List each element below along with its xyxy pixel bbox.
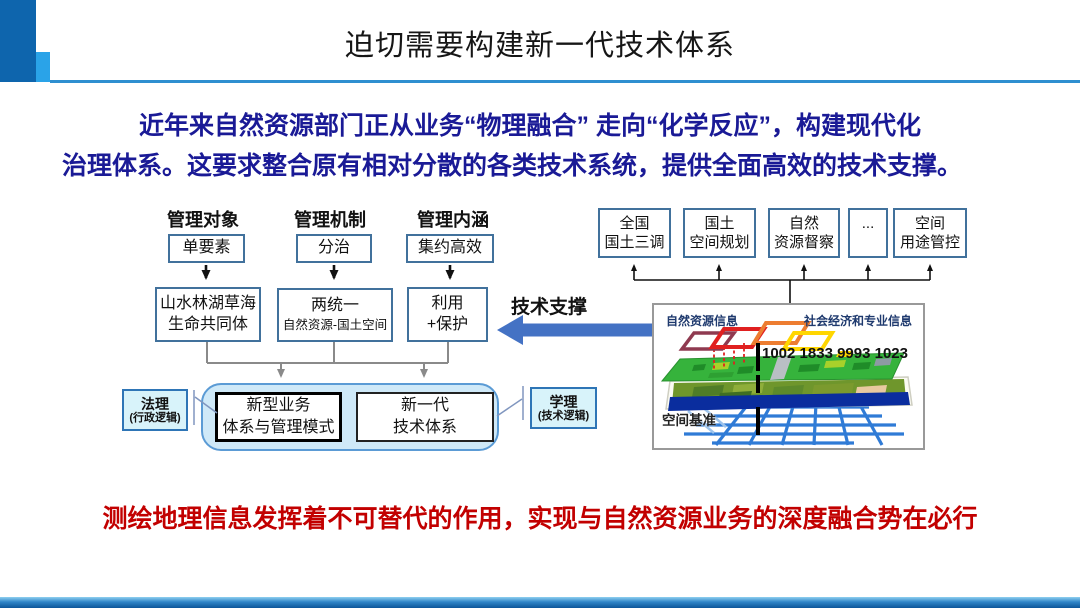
box-use-protection: 利用 +保护 <box>407 287 488 342</box>
box-label-line1: 空间 <box>914 214 945 232</box>
label-legal-logic: 法理 (行政逻辑) <box>122 389 188 431</box>
box-life-community: 山水林湖草海 生命共同体 <box>155 287 261 342</box>
frame-orange-icon <box>750 321 812 345</box>
box-intensive-efficient: 集约高效 <box>406 234 494 263</box>
box-label-line2: 体系与管理模式 <box>222 419 335 436</box>
intro-text-line1: 近年来自然资源部门正从业务“物理融合” 走向“化学反应”，构建现代化 <box>139 112 921 140</box>
intro-text-line2: 治理体系。这要求整合原有相对分散的各类技术系统，提供全面高效的技术支撑。 <box>62 152 963 180</box>
label-sub: (技术逻辑) <box>537 409 590 422</box>
panel-attribute-numbers: 1002 1833 9993 1023 <box>762 345 908 362</box>
column-header-mechanism: 管理机制 <box>294 210 366 230</box>
box-label-line2: 生命共同体 <box>167 315 248 333</box>
box-label-line1: 新型业务 <box>246 397 311 415</box>
support-arrow-label: 技术支撑 <box>511 297 588 318</box>
panel-label-spatial-datum: 空间基准 <box>662 413 716 428</box>
label-academic-logic: 学理 (技术逻辑) <box>530 387 597 429</box>
box-label-line1: 全国 <box>619 214 650 232</box>
conclusion-text: 测绘地理信息发挥着不可替代的作用，实现与自然资源业务的深度融合势在必行 <box>102 505 978 533</box>
box-divided-governance: 分治 <box>296 234 372 263</box>
frame-yellow-icon <box>780 331 836 351</box>
grid-layer-icon <box>684 402 904 446</box>
box-label: 单要素 <box>182 239 231 257</box>
box-label-line2: +保护 <box>426 315 469 333</box>
box-label-line2: 技术体系 <box>392 419 457 436</box>
geo-data-panel: 自然资源信息 社会经济和专业信息 1002 1833 9993 1023 空间基… <box>652 303 925 450</box>
column-header-object: 管理对象 <box>167 210 239 230</box>
water-band-icon <box>668 392 910 411</box>
panel-label-natural-resources: 自然资源信息 <box>666 314 739 328</box>
box-label-line1: 山水林湖草海 <box>159 294 256 312</box>
box-label: 分治 <box>317 239 350 257</box>
box-two-unifications: 两统一 自然资源-国土空间 <box>277 288 393 342</box>
box-national-land-survey: 全国 国土三调 <box>598 208 671 258</box>
merge-connector <box>206 342 449 364</box>
box-label-line2: 空间规划 <box>689 234 750 251</box>
box-space-use-control: 空间 用途管控 <box>893 208 967 258</box>
header-accent-square <box>36 52 50 82</box>
box-single-element: 单要素 <box>168 234 245 263</box>
box-resource-supervision: 自然 资源督察 <box>768 208 840 258</box>
panel-label-socioeconomic: 社会经济和专业信息 <box>804 314 913 328</box>
box-territorial-planning: 国土 空间规划 <box>683 208 756 258</box>
box-label-line2: 资源督察 <box>773 234 834 251</box>
droplines-icon <box>713 343 745 369</box>
box-label-line1: 两统一 <box>310 297 359 315</box>
geo-layers-illustration <box>660 321 913 446</box>
business-connector <box>631 264 933 303</box>
box-label-line2: 用途管控 <box>899 234 960 251</box>
box-label-line1: ... <box>861 215 875 232</box>
column-header-content: 管理内涵 <box>417 210 489 230</box>
support-arrow <box>497 315 652 345</box>
box-ellipsis: ... <box>848 208 888 258</box>
frame-yellow-dash-icon <box>836 351 853 357</box>
label-title: 学理 <box>549 393 578 410</box>
box-label-line1: 利用 <box>431 294 464 312</box>
header-accent-bar <box>0 0 36 82</box>
page-title: 迫切需要构建新一代技术体系 <box>344 30 735 62</box>
box-label-line2: 国土三调 <box>604 234 665 251</box>
box-label: 集约高效 <box>417 239 482 257</box>
footer-accent-band <box>0 597 1080 608</box>
down-arrows <box>201 265 455 280</box>
title-divider <box>50 80 1080 83</box>
box-label-line1: 新一代 <box>400 397 449 415</box>
box-label-line1: 自然 <box>788 214 819 232</box>
box-new-business-system: 新型业务 体系与管理模式 <box>215 392 342 442</box>
label-title: 法理 <box>141 395 169 412</box>
box-label-line1: 国土 <box>704 214 735 232</box>
box-label-line2: 自然资源-国土空间 <box>282 318 388 333</box>
label-sub: (行政逻辑) <box>129 411 181 424</box>
box-new-generation-tech: 新一代 技术体系 <box>356 392 494 442</box>
